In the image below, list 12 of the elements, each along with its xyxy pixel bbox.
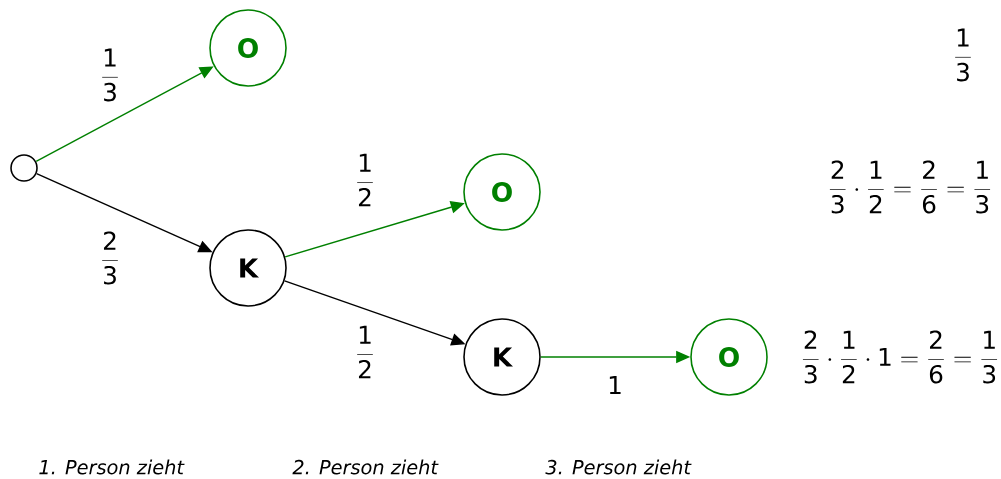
stage-label: 3. Person zieht: [545, 459, 692, 475]
edge-label: $\frac{1}{2}$: [353, 152, 377, 208]
edge-label: $\frac{1}{3}$: [98, 46, 122, 104]
stage-label: 1. Person zieht: [39, 459, 185, 475]
probability-formula: $\frac{1}{3}$: [955, 28, 971, 82]
probability-formula: $\frac{2}{3}\cdot\frac{1}{2}\cdot 1=\frac{2}{6}=\frac{1}{3}$: [802, 330, 998, 384]
edge-label: $1$: [605, 374, 625, 396]
probability-formula: $\frac{2}{3}\cdot\frac{1}{2}=\frac{2}{6}=\frac{1}{3}$: [829, 160, 991, 214]
stage-label: 2. Person zieht: [292, 459, 439, 475]
edge-label: $\frac{1}{2}$: [353, 324, 377, 380]
start-circle: [10, 154, 38, 182]
edge-label: $\frac{2}{3}$: [98, 229, 122, 287]
